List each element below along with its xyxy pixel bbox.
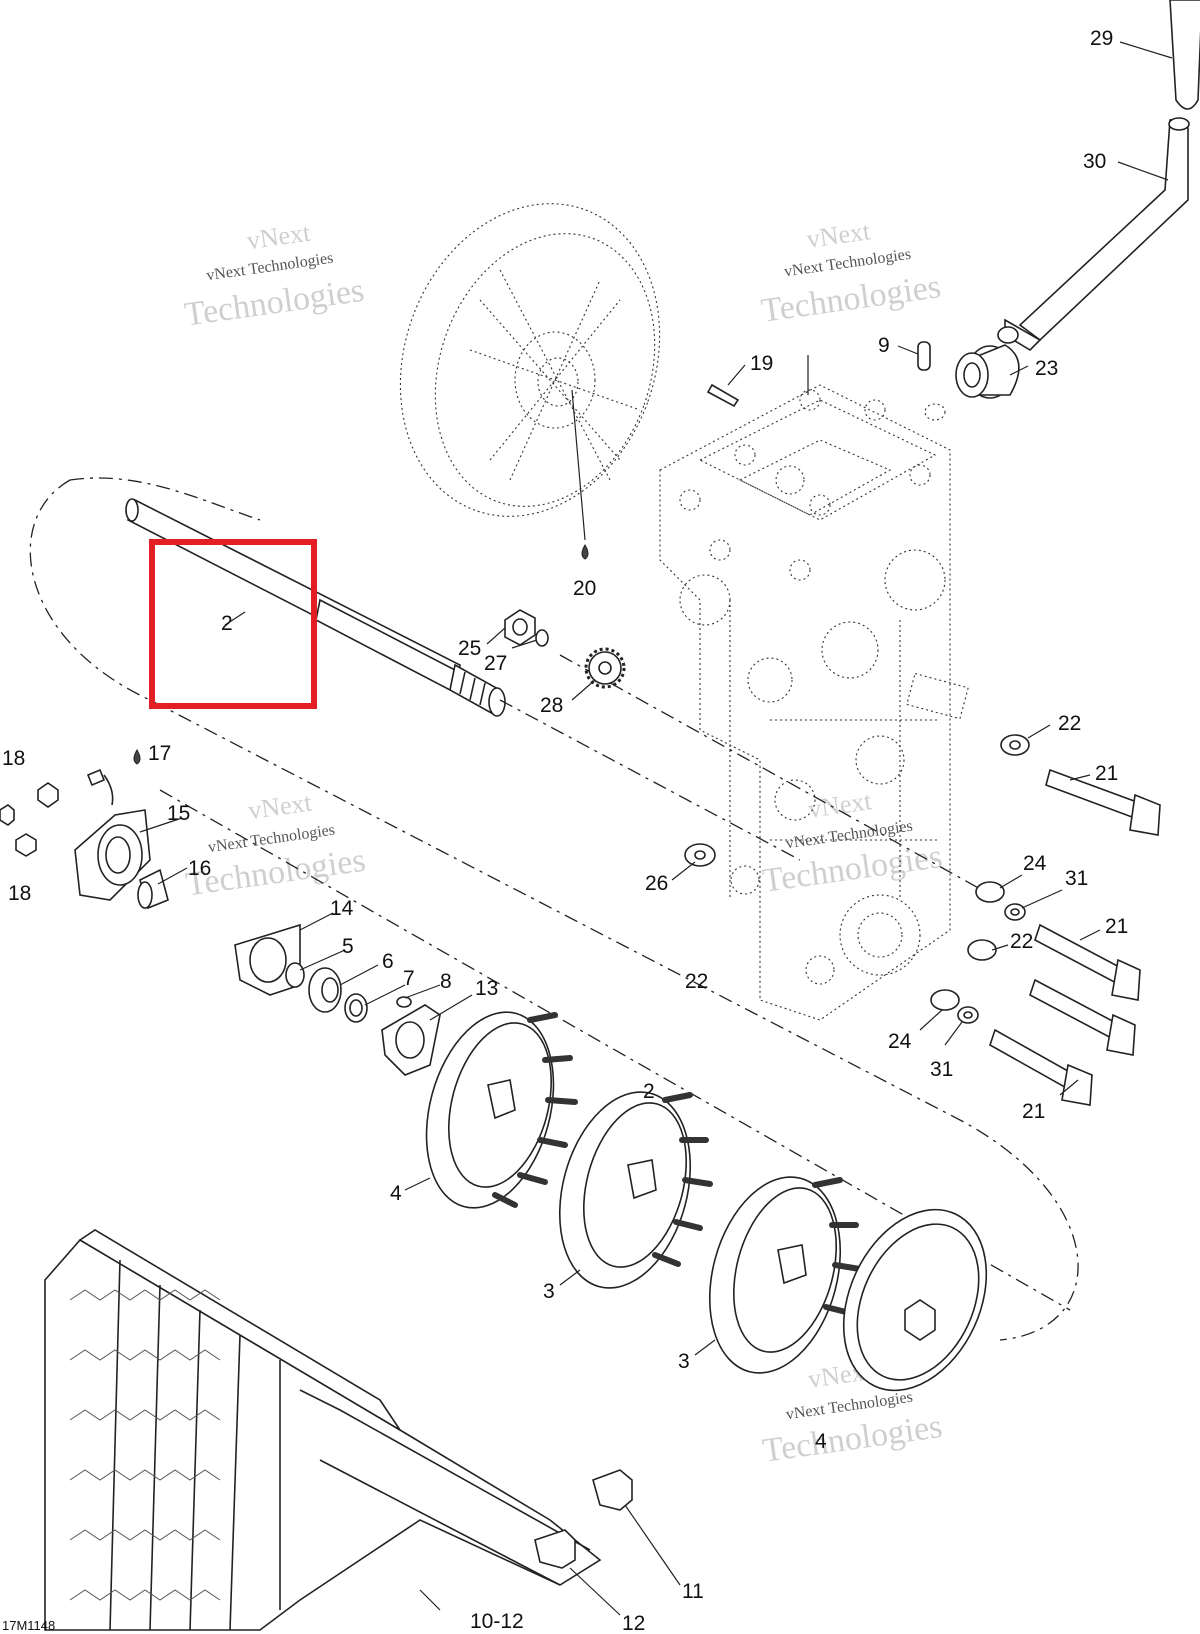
callout-30: 30: [1083, 150, 1106, 173]
part-highlight-box: [149, 539, 317, 709]
nut-25: [504, 609, 536, 646]
bolt-21-mid: [1034, 923, 1141, 1001]
callout-19: 19: [750, 352, 773, 375]
callout-31-top: 31: [1065, 867, 1088, 890]
track-outline: [29, 477, 1079, 1341]
washer-22-mid: [967, 939, 997, 961]
callout-3-middle: 3: [543, 1280, 555, 1303]
callout-2-highlighted: 2: [221, 612, 233, 635]
svg-text:vNext: vNext: [246, 787, 314, 825]
svg-text:vNext: vNext: [806, 786, 874, 824]
callout-29: 29: [1090, 27, 1113, 50]
callout-24-lower: 24: [888, 1030, 912, 1053]
ring-7: [344, 993, 368, 1023]
watermark-top-left: vNext vNext Technologies Technologies: [182, 218, 366, 334]
watermark-mid-left: vNext vNext Technologies Technologies: [184, 787, 368, 903]
callout-14: 14: [330, 897, 354, 920]
callout-17-group: 17: [133, 742, 171, 765]
plate-14: [234, 923, 301, 996]
callout-labels: 29 30 9 19 23 20 2 25 27 28 22 21 18 17 …: [2, 27, 1128, 1634]
washer-24-top: [975, 881, 1005, 903]
key-19: [706, 383, 740, 408]
sprocket-28: [584, 647, 626, 689]
drawing-code: 17M1148: [2, 1618, 55, 1633]
callout-6: 6: [382, 950, 394, 973]
washer-27: [535, 629, 549, 647]
bolt-21-lower: [1029, 978, 1136, 1056]
washer-26: [684, 843, 716, 867]
oring-8: [396, 996, 412, 1008]
washer-22-top: [1000, 734, 1030, 756]
bearing-6: [308, 967, 342, 1013]
watermark-mid-right: vNext vNext Technologies Technologies: [760, 786, 944, 900]
clip-11: [592, 1469, 633, 1511]
callout-23: 23: [1035, 357, 1058, 380]
seal-5: [285, 962, 305, 988]
grease-fitting-17: [86, 768, 114, 806]
callout-31-lower: 31: [930, 1058, 953, 1081]
callout-13: 13: [475, 977, 498, 1000]
callout-8: 8: [440, 970, 452, 993]
callout-18-bottom: 18: [8, 882, 31, 905]
callout-3-right: 3: [678, 1350, 690, 1373]
clip-12: [534, 1529, 576, 1569]
sprocket-3-right: [708, 1176, 863, 1374]
nut-18-a: [37, 782, 59, 808]
bushing-23: [955, 344, 1020, 399]
bushing-16: [137, 868, 169, 910]
callout-18-top: 18: [2, 747, 25, 770]
callout-5: 5: [342, 935, 354, 958]
callout-20: 20: [573, 577, 596, 600]
sprocket-3-middle: [558, 1091, 713, 1289]
svg-text:vNext: vNext: [805, 216, 873, 254]
shaft-30: [997, 117, 1190, 352]
callout-4-left: 4: [390, 1182, 402, 1205]
washer-31-lower: [957, 1006, 979, 1024]
callout-17: 17: [148, 742, 171, 765]
leader-lines: [139, 41, 1173, 1616]
callout-21-mid: 21: [1105, 915, 1128, 938]
callout-9: 9: [878, 334, 890, 357]
nut-18-c: [15, 833, 37, 857]
callout-22-free: 22: [685, 970, 708, 993]
callout-26: 26: [645, 872, 668, 895]
bearing-housing-15: [74, 809, 151, 901]
bolt-21-bottom: [989, 1028, 1093, 1106]
track-10-12: [44, 1229, 602, 1631]
washer-31-top: [1004, 903, 1026, 921]
plate-13: [381, 1004, 441, 1076]
pin-9: [917, 341, 946, 421]
callout-7: 7: [403, 967, 415, 990]
callout-4-right: 4: [815, 1430, 827, 1453]
callout-2-sprocket: 2: [643, 1080, 655, 1103]
callout-27: 27: [484, 652, 507, 675]
callout-12: 12: [622, 1612, 645, 1634]
svg-text:vNext: vNext: [245, 218, 313, 256]
drive-axle-2: [125, 498, 506, 717]
callout-10-12: 10-12: [470, 1610, 524, 1633]
callout-28: 28: [540, 694, 563, 717]
callout-21-bottom: 21: [1022, 1100, 1045, 1123]
sprocket-4-left: [425, 1011, 578, 1209]
callout-25: 25: [458, 637, 481, 660]
callout-24-top: 24: [1023, 852, 1047, 875]
driven-pulley-phantom: [399, 203, 661, 560]
callout-22-mid: 22: [1010, 930, 1033, 953]
callout-16: 16: [188, 857, 211, 880]
washer-24-lower: [930, 989, 960, 1011]
callout-11: 11: [682, 1580, 704, 1603]
nut-18-b: [0, 804, 15, 826]
watermark-top-right: vNext vNext Technologies Technologies: [759, 216, 943, 330]
callout-15: 15: [167, 802, 190, 825]
chaincase-gearbox: [659, 355, 969, 1021]
bolt-21-top: [1045, 768, 1161, 836]
wheel-4-right: [842, 1208, 988, 1392]
shaft-29: [1169, 0, 1200, 110]
callout-21-top: 21: [1095, 762, 1118, 785]
callout-22-top: 22: [1058, 712, 1081, 735]
